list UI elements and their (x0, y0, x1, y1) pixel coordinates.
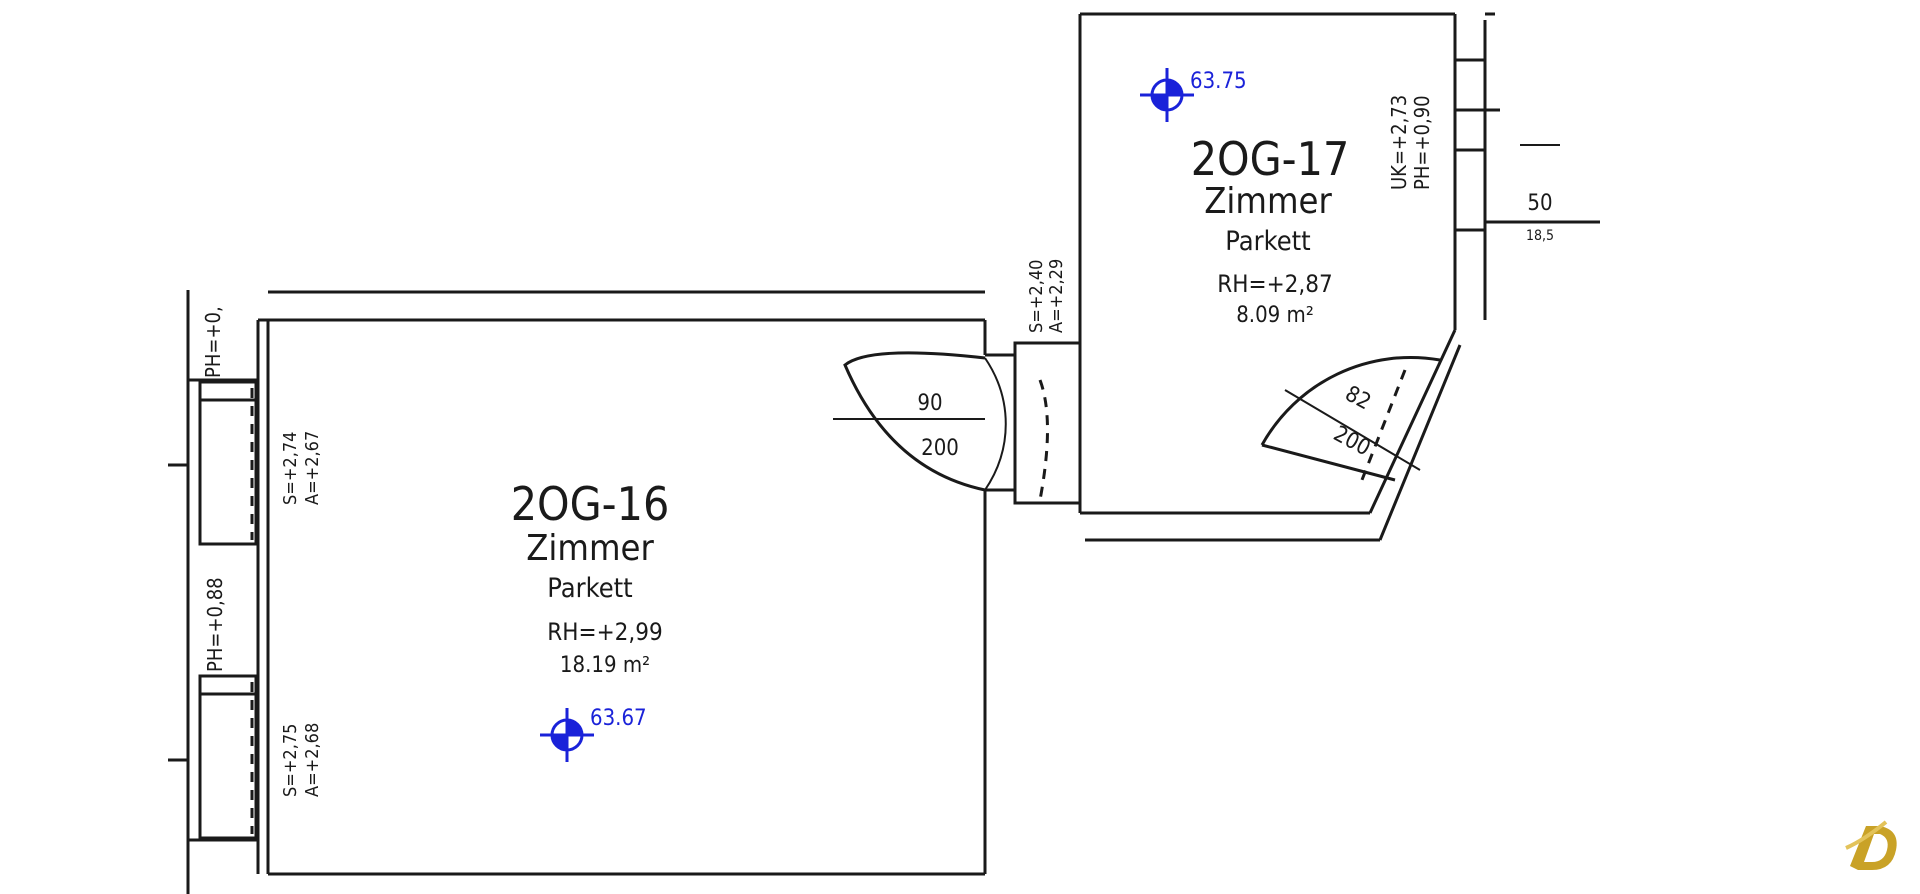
door-1-height: 200 (921, 436, 959, 461)
elevation-marker-icon (1140, 68, 1194, 122)
door-2-height: 200 (1329, 422, 1374, 462)
room-16-walls (168, 290, 987, 894)
right-ph-label: PH=+0,90 (1410, 95, 1434, 190)
room-17-floor: Parkett (1225, 226, 1310, 257)
room-16-height: RH=+2,99 (547, 618, 663, 646)
left-bottom-head: A=+2,68 (302, 723, 323, 797)
room-16-id: 2OG-16 (511, 477, 670, 531)
elevation-label-16: 63.67 (590, 706, 647, 731)
door-16-17 (833, 341, 1082, 505)
room-17-height: RH=+2,87 (1217, 270, 1333, 298)
left-top-head: A=+2,67 (302, 431, 323, 505)
right-uk-label: UK=+2,73 (1387, 95, 1411, 190)
right-dim-bottom: 18,5 (1526, 228, 1554, 244)
left-window-top (198, 380, 258, 546)
ph-middle-label: PH=+0,88 (203, 577, 227, 672)
left-bottom-sill: S=+2,75 (280, 724, 301, 797)
left-window-bottom (198, 674, 258, 840)
brand-logo-icon (1845, 820, 1897, 870)
room-17-walls (1078, 12, 1495, 542)
room-16-area: 18.19 m² (560, 653, 650, 678)
right-dim-top: 50 (1527, 191, 1552, 216)
passage-head: A=+2,29 (1046, 259, 1067, 333)
room-17-id: 2OG-17 (1191, 132, 1350, 186)
elevation-marker-icon (540, 708, 594, 762)
passage-sill: S=+2,40 (1026, 260, 1047, 333)
room-17-type: Zimmer (1204, 181, 1332, 222)
door-1-width: 90 (917, 391, 942, 416)
door-2-width: 82 (1341, 381, 1375, 415)
room-16-type: Zimmer (526, 528, 654, 569)
room-16-floor: Parkett (547, 573, 632, 604)
right-window (1453, 58, 1600, 232)
room-17-area: 8.09 m² (1236, 303, 1314, 328)
left-top-sill: S=+2,74 (280, 432, 301, 505)
ph-top-label: PH=+0, (201, 306, 225, 378)
elevation-label-17: 63.75 (1190, 69, 1247, 94)
door-82 (1260, 355, 1441, 486)
